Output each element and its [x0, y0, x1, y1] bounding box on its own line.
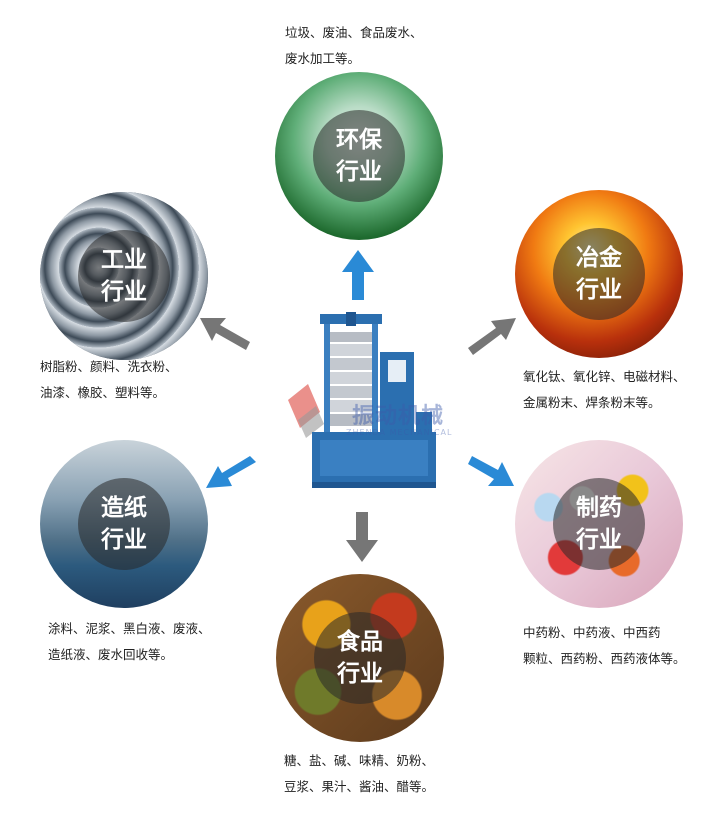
papermaking-label-line2: 行业 — [101, 527, 147, 553]
industry-desc-line2: 油漆、橡胶、塑料等。 — [40, 385, 166, 400]
industry-label-line2: 行业 — [101, 279, 147, 305]
food-desc-line2: 豆浆、果汁、酱油、醋等。 — [284, 779, 435, 794]
food-desc-line1: 糖、盐、碱、味精、奶粉、 — [284, 753, 435, 768]
metallurgy-sector-circle: 冶金 行业 — [515, 190, 683, 358]
metallurgy-label-line1: 冶金 — [576, 245, 622, 271]
food-label-line1: 食品 — [337, 629, 383, 655]
environmental-sector-circle: 环保 行业 — [275, 72, 443, 240]
papermaking-desc-line1: 涂料、泥浆、黑白液、废液、 — [48, 621, 211, 636]
pharmaceutical-desc-line1: 中药粉、中药液、中西药 — [523, 625, 661, 640]
food-label-line2: 行业 — [337, 661, 383, 687]
arrow-lower-left-icon — [206, 456, 256, 488]
industry-label-line1: 工业 — [101, 247, 147, 273]
arrow-down-icon — [346, 512, 378, 562]
vibrating-sieve-machine — [288, 312, 436, 488]
environmental-desc-line1: 垃圾、废油、食品废水、 — [285, 25, 423, 40]
environmental-label: 环保 行业 — [313, 110, 405, 202]
metallurgy-label: 冶金 行业 — [553, 228, 645, 320]
industry-sector-circle: 工业 行业 — [40, 192, 208, 360]
pharmaceutical-sector-circle: 制药 行业 — [515, 440, 683, 608]
industry-desc-line1: 树脂粉、颜料、洗衣粉、 — [40, 359, 178, 374]
metallurgy-description: 氧化钛、氧化锌、电磁材料、 金属粉末、焊条粉末等。 — [523, 364, 686, 416]
arrow-upper-left-icon — [200, 318, 250, 350]
metallurgy-desc-line1: 氧化钛、氧化锌、电磁材料、 — [523, 369, 686, 384]
environmental-description: 垃圾、废油、食品废水、 废水加工等。 — [285, 20, 423, 72]
papermaking-sector-circle: 造纸 行业 — [40, 440, 208, 608]
food-sector-circle: 食品 行业 — [276, 574, 444, 742]
pharmaceutical-label-line1: 制药 — [576, 495, 622, 521]
environmental-desc-line2: 废水加工等。 — [285, 51, 361, 66]
arrow-lower-right-icon — [468, 456, 514, 486]
pharmaceutical-description: 中药粉、中药液、中西药 颗粒、西药粉、西药液体等。 — [523, 620, 686, 672]
arrow-upper-right-icon — [468, 318, 516, 355]
industry-description: 树脂粉、颜料、洗衣粉、 油漆、橡胶、塑料等。 — [40, 354, 178, 406]
papermaking-description: 涂料、泥浆、黑白液、废液、 造纸液、废水回收等。 — [48, 616, 211, 668]
pharmaceutical-desc-line2: 颗粒、西药粉、西药液体等。 — [523, 651, 686, 666]
watermark-text: 振动机械 — [352, 404, 445, 429]
papermaking-label-line1: 造纸 — [101, 495, 147, 521]
arrow-up-icon — [342, 250, 374, 300]
food-description: 糖、盐、碱、味精、奶粉、 豆浆、果汁、酱油、醋等。 — [284, 748, 434, 800]
metallurgy-label-line2: 行业 — [576, 277, 622, 303]
environmental-label-line1: 环保 — [336, 127, 382, 153]
papermaking-label: 造纸 行业 — [78, 478, 170, 570]
pharmaceutical-label: 制药 行业 — [553, 478, 645, 570]
pharmaceutical-label-line2: 行业 — [576, 527, 622, 553]
environmental-label-line2: 行业 — [336, 159, 382, 185]
food-label: 食品 行业 — [314, 612, 406, 704]
watermark-sub: ZHENDA MECHANICAL — [346, 428, 453, 437]
papermaking-desc-line2: 造纸液、废水回收等。 — [48, 647, 174, 662]
metallurgy-desc-line2: 金属粉末、焊条粉末等。 — [523, 395, 661, 410]
industry-label: 工业 行业 — [78, 230, 170, 322]
